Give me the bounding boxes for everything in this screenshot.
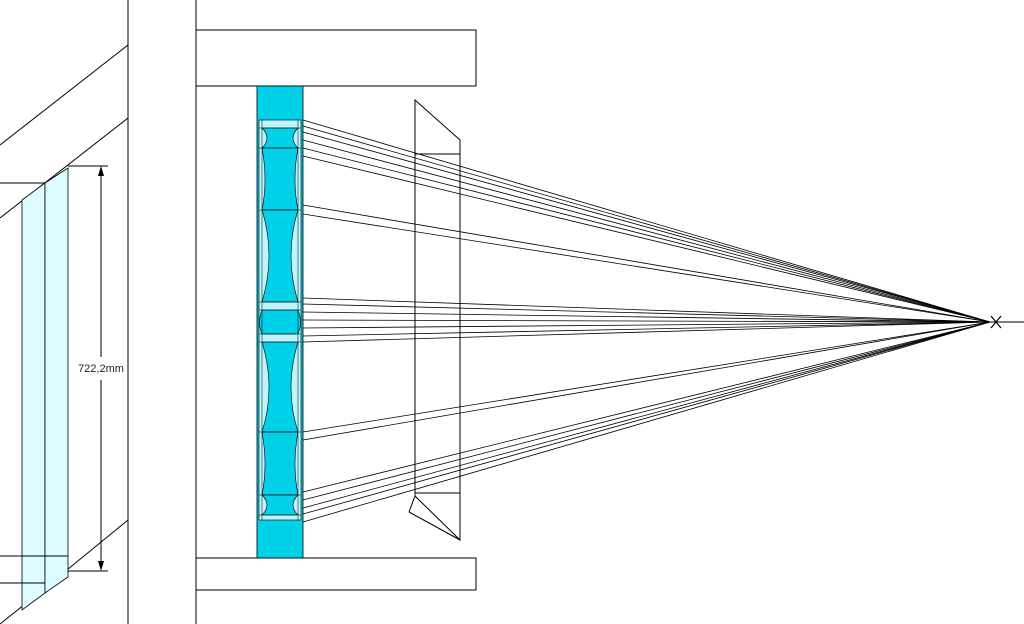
projection-ray (302, 321, 991, 493)
projection-ray (302, 321, 991, 523)
lens-elements (259, 127, 301, 516)
projection-ray (302, 311, 991, 323)
dimension-label: 722,2mm (78, 363, 124, 375)
projection-rays (302, 119, 991, 523)
dimension-line: 722,2mm (68, 165, 124, 572)
projection-ray (302, 297, 991, 323)
projection-ray (302, 125, 991, 323)
projection-ray (302, 139, 991, 323)
projection-ray (302, 319, 991, 323)
side-panel-glass (0, 167, 69, 611)
wall-column (127, 0, 197, 624)
projection-ray (302, 321, 991, 515)
projection-ray (302, 321, 991, 337)
dimension-arrow-bottom (98, 561, 104, 571)
projection-ray (302, 204, 991, 323)
projection-ray (302, 131, 991, 323)
projection-ray (302, 321, 991, 329)
projection-ray (302, 147, 991, 323)
top-frame-bar (195, 29, 477, 87)
projection-ray (302, 213, 991, 323)
projection-ray (302, 303, 991, 323)
x-cross-marker-icon (990, 315, 1002, 329)
projection-ray (302, 155, 991, 323)
projection-ray (302, 321, 991, 433)
projection-ray (302, 321, 991, 343)
projection-ray (302, 321, 991, 501)
projection-plane (408, 98, 461, 542)
bottom-frame-bar (195, 557, 477, 591)
dimension-arrow-top (98, 166, 104, 176)
glass-column (256, 85, 304, 559)
projection-ray (302, 321, 991, 441)
focal-point (985, 315, 1024, 329)
projection-ray (302, 321, 991, 509)
projection-ray (302, 119, 991, 323)
